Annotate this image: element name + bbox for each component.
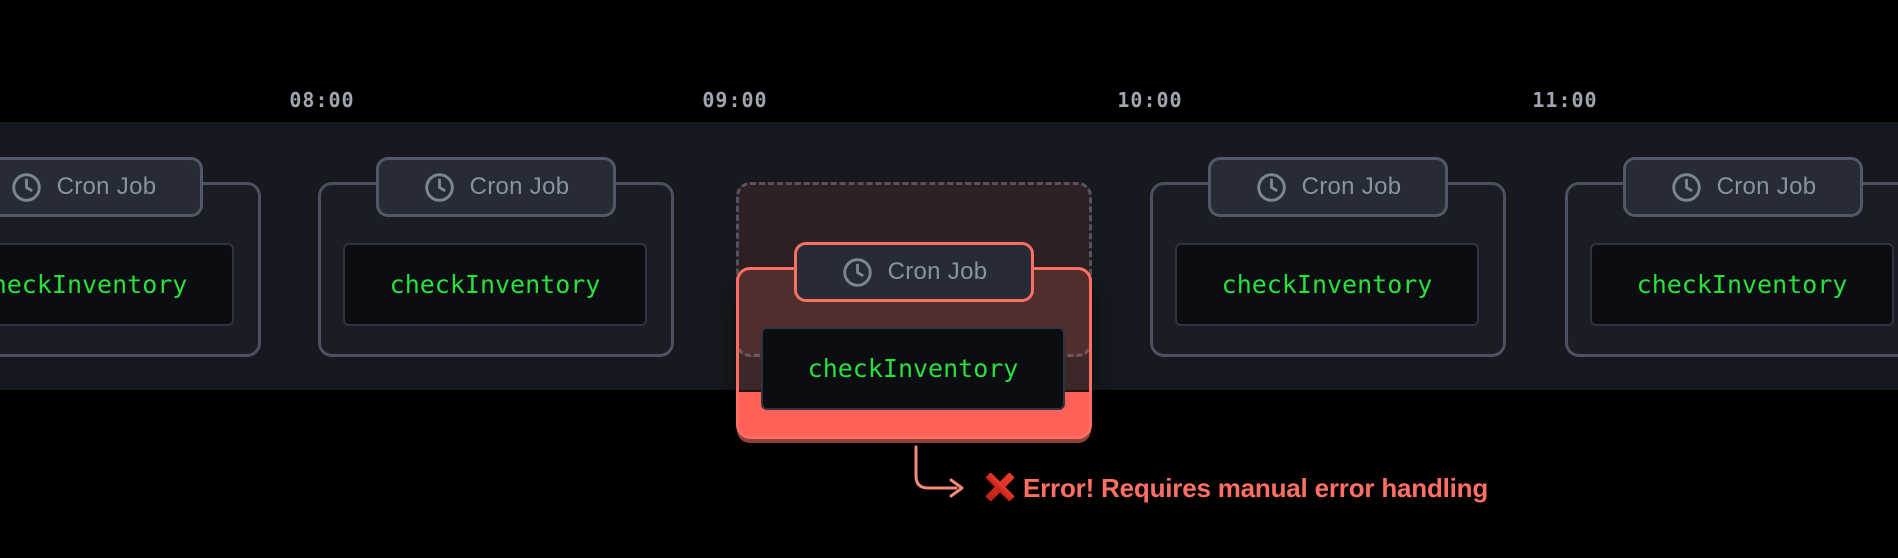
error-cron-job-card: Cron Job checkInventory bbox=[736, 242, 1092, 439]
time-label-1100: 11:00 bbox=[1532, 88, 1598, 112]
function-name: checkInventory bbox=[0, 270, 188, 299]
badge-label: Cron Job bbox=[1716, 173, 1817, 200]
code-box: checkInventory bbox=[1175, 243, 1479, 326]
badge-label: Cron Job bbox=[469, 173, 570, 200]
badge-label: Cron Job bbox=[887, 258, 988, 285]
badge-label: Cron Job bbox=[1301, 173, 1402, 200]
cron-job-badge: Cron Job bbox=[0, 157, 203, 217]
code-box: checkInventory bbox=[343, 243, 647, 326]
time-label-0900: 09:00 bbox=[702, 88, 768, 112]
cross-mark-icon bbox=[985, 472, 1015, 502]
code-box: checkInventory bbox=[1590, 243, 1894, 326]
cron-job-badge: Cron Job bbox=[376, 157, 616, 217]
function-name: checkInventory bbox=[1636, 270, 1848, 299]
cron-job-card: Cron Job checkInventory bbox=[1150, 157, 1506, 357]
cron-job-badge: Cron Job bbox=[794, 242, 1034, 302]
badge-label: Cron Job bbox=[56, 173, 157, 200]
function-name: checkInventory bbox=[807, 354, 1019, 383]
cron-job-card: Cron Job checkInventory bbox=[318, 157, 674, 357]
time-label-1000: 10:00 bbox=[1117, 88, 1183, 112]
clock-icon bbox=[1256, 172, 1286, 202]
code-box: checkInventory bbox=[0, 243, 234, 326]
function-name: checkInventory bbox=[389, 270, 601, 299]
cron-job-card: Cron Job checkInventory bbox=[1565, 157, 1898, 357]
time-label-0800: 08:00 bbox=[289, 88, 355, 112]
clock-icon bbox=[842, 257, 872, 287]
cron-job-card: Cron Job checkInventory bbox=[0, 157, 261, 357]
error-connector-arrow bbox=[914, 445, 964, 498]
code-box: checkInventory bbox=[761, 327, 1065, 410]
function-name: checkInventory bbox=[1221, 270, 1433, 299]
error-message-text: Error! Requires manual error handling bbox=[1023, 473, 1489, 503]
clock-icon bbox=[424, 172, 454, 202]
cron-job-badge: Cron Job bbox=[1623, 157, 1863, 217]
clock-icon bbox=[11, 172, 41, 202]
clock-icon bbox=[1671, 172, 1701, 202]
cron-job-badge: Cron Job bbox=[1208, 157, 1448, 217]
